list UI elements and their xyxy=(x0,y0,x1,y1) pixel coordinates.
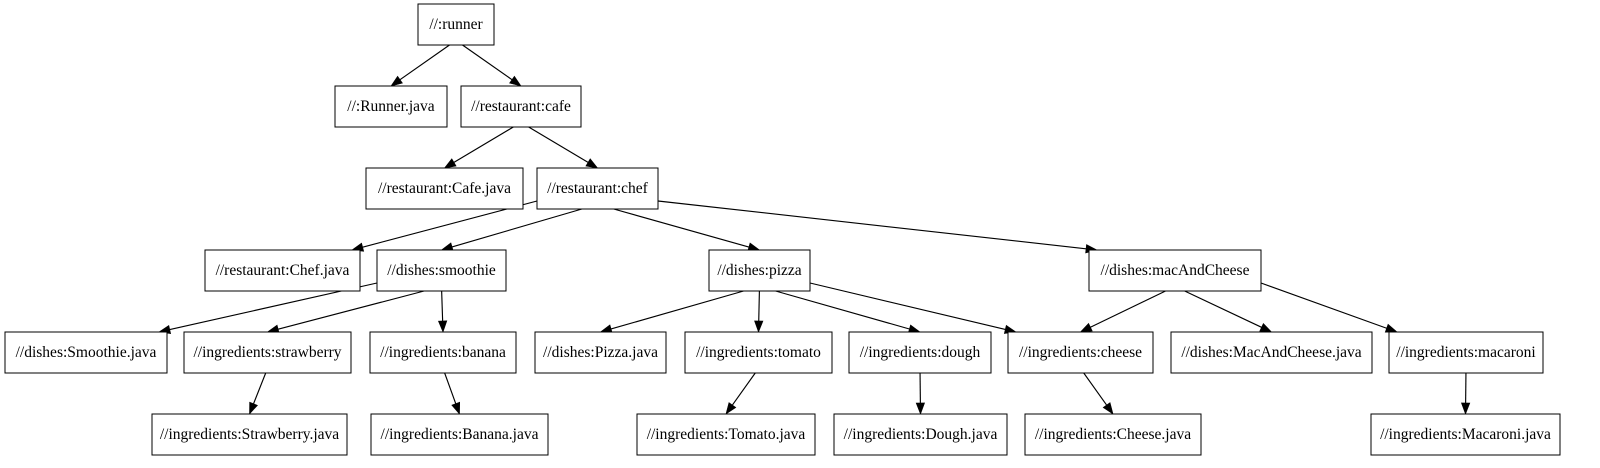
graph-node-ing_banana[interactable]: //ingredients:banana xyxy=(369,331,517,374)
graph-node-dishes_pizza[interactable]: //dishes:pizza xyxy=(708,249,811,292)
dependency-edge xyxy=(440,208,583,252)
dependency-edge xyxy=(390,44,450,87)
dependency-edge xyxy=(462,44,522,87)
graph-node-label: //ingredients:Banana.java xyxy=(381,426,539,443)
graph-node-label: //restaurant:Chef.java xyxy=(216,262,350,279)
dependency-edge xyxy=(443,126,514,169)
graph-node-label: //dishes:MacAndCheese.java xyxy=(1181,344,1361,361)
dependency-edge xyxy=(1083,372,1114,415)
graph-node-label: //ingredients:Cheese.java xyxy=(1035,426,1191,443)
dependency-edge xyxy=(613,208,761,252)
dependency-edge xyxy=(657,200,1098,254)
graph-node-label: //ingredients:cheese xyxy=(1019,344,1142,361)
graph-node-ing_strawberry[interactable]: //ingredients:strawberry xyxy=(183,331,352,374)
edge-layer xyxy=(158,44,1471,415)
graph-node-label: //restaurant:chef xyxy=(547,180,649,197)
dependency-edge xyxy=(809,282,1017,334)
graph-node-label: //ingredients:Strawberry.java xyxy=(160,426,339,443)
dependency-edge xyxy=(249,372,267,415)
graph-node-label: //dishes:macAndCheese xyxy=(1101,262,1250,279)
graph-node-label: //restaurant:Cafe.java xyxy=(378,180,511,197)
graph-node-label: //ingredients:Tomato.java xyxy=(647,426,806,443)
graph-node-label: //dishes:Pizza.java xyxy=(543,344,658,361)
dependency-edge xyxy=(754,290,764,333)
graph-node-label: //dishes:Smoothie.java xyxy=(16,344,157,361)
graph-node-label: //ingredients:strawberry xyxy=(193,344,341,361)
graph-node-restaurant_chef[interactable]: //restaurant:chef xyxy=(536,167,659,210)
dependency-edge xyxy=(725,372,756,415)
graph-node-label: //ingredients:banana xyxy=(380,344,506,361)
graph-node-label: //ingredients:dough xyxy=(860,344,981,361)
dependency-edge xyxy=(775,290,921,334)
graph-node-cheese_java[interactable]: //ingredients:Cheese.java xyxy=(1024,413,1202,456)
dependency-edge xyxy=(528,126,599,169)
graph-node-ing_dough[interactable]: //ingredients:dough xyxy=(848,331,992,374)
graph-node-tomato_java[interactable]: //ingredients:Tomato.java xyxy=(636,413,816,456)
graph-node-dishes_smoothie[interactable]: //dishes:smoothie xyxy=(376,249,507,292)
dependency-edge xyxy=(1079,290,1166,333)
graph-node-cafe_java[interactable]: //restaurant:Cafe.java xyxy=(365,167,524,210)
graph-node-ing_tomato[interactable]: //ingredients:tomato xyxy=(684,331,833,374)
graph-node-ing_macaroni[interactable]: //ingredients:macaroni xyxy=(1388,331,1544,374)
graph-node-dough_java[interactable]: //ingredients:Dough.java xyxy=(833,413,1008,456)
dependency-edge xyxy=(1184,290,1273,333)
dependency-edge xyxy=(915,372,926,415)
graph-node-ing_cheese[interactable]: //ingredients:cheese xyxy=(1007,331,1154,374)
graph-node-macaroni_java[interactable]: //ingredients:Macaroni.java xyxy=(1370,413,1561,456)
graph-node-macncheese_java[interactable]: //dishes:MacAndCheese.java xyxy=(1170,331,1373,374)
graph-node-pizza_java[interactable]: //dishes:Pizza.java xyxy=(534,331,667,374)
graph-node-runner_java[interactable]: //:Runner.java xyxy=(334,85,448,128)
graph-node-label: //dishes:pizza xyxy=(717,262,801,279)
graph-node-label: //:Runner.java xyxy=(347,98,435,115)
graph-node-dishes_macncheese[interactable]: //dishes:macAndCheese xyxy=(1088,249,1262,292)
dependency-edge xyxy=(1260,282,1398,333)
graph-node-smoothie_java[interactable]: //dishes:Smoothie.java xyxy=(4,331,168,374)
graph-node-chef_java[interactable]: //restaurant:Chef.java xyxy=(204,249,361,292)
graph-node-label: //restaurant:cafe xyxy=(471,98,571,115)
graph-node-label: //ingredients:tomato xyxy=(696,344,821,361)
dependency-edge xyxy=(599,290,744,334)
graph-node-label: //dishes:smoothie xyxy=(387,262,496,279)
graph-node-runner[interactable]: //:runner xyxy=(417,3,495,46)
graph-node-strawberry_java[interactable]: //ingredients:Strawberry.java xyxy=(151,413,348,456)
dependency-edge xyxy=(266,290,425,334)
dependency-edge xyxy=(437,290,448,333)
node-layer: //:runner //:Runner.java //restaurant:cafe… xyxy=(4,3,1561,456)
dependency-edge xyxy=(444,372,461,415)
graph-node-label: //ingredients:Macaroni.java xyxy=(1380,426,1551,443)
graph-node-label: //ingredients:Dough.java xyxy=(844,426,998,443)
dependency-edge xyxy=(1460,372,1471,415)
graph-node-restaurant_cafe[interactable]: //restaurant:cafe xyxy=(460,85,582,128)
graph-node-banana_java[interactable]: //ingredients:Banana.java xyxy=(370,413,549,456)
graph-node-label: //ingredients:macaroni xyxy=(1396,344,1536,361)
graph-node-label: //:runner xyxy=(429,16,483,33)
